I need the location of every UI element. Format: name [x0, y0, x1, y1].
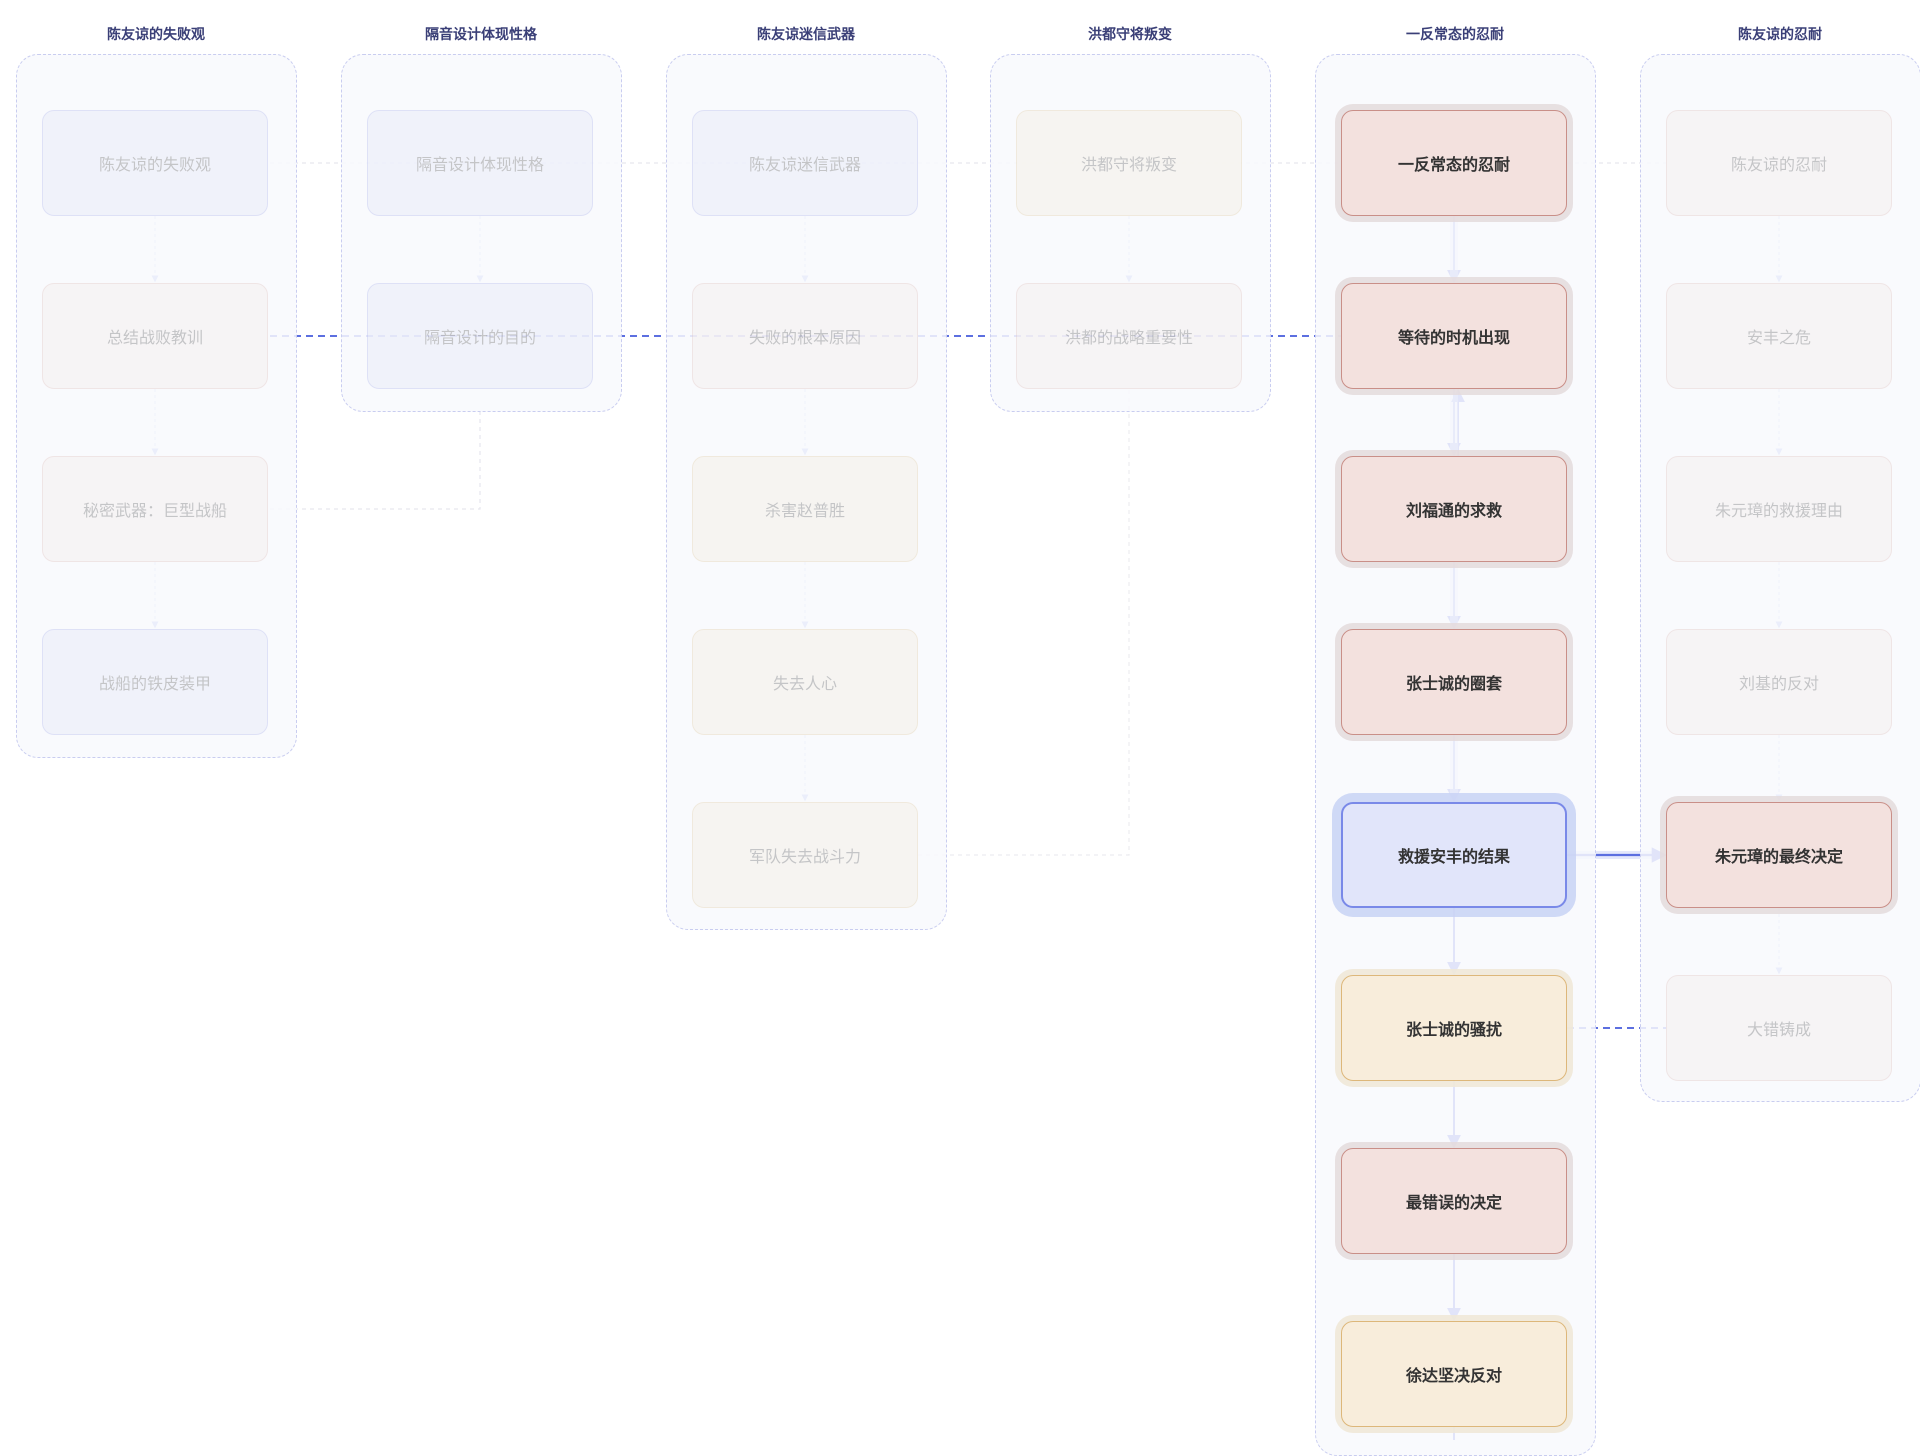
guide-line-c3-c4: [918, 389, 1130, 856]
node-c3-4[interactable]: 失去人心: [692, 629, 918, 735]
column-title-1: 陈友谅的失败观: [107, 27, 205, 43]
column-title-3: 陈友谅迷信武器: [757, 27, 855, 43]
column-title-6: 陈友谅的忍耐: [1738, 27, 1822, 43]
node-c6-2[interactable]: 安丰之危: [1666, 283, 1892, 389]
group-2: [341, 54, 622, 412]
node-c5-6[interactable]: 张士诚的骚扰: [1341, 975, 1567, 1081]
node-c6-4[interactable]: 刘基的反对: [1666, 629, 1892, 735]
node-c3-3[interactable]: 杀害赵普胜: [692, 456, 918, 562]
node-c6-6[interactable]: 大错铸成: [1666, 975, 1892, 1081]
node-c2-1[interactable]: 隔音设计体现性格: [367, 110, 593, 216]
group-6: [1640, 54, 1920, 1102]
node-c6-3[interactable]: 朱元璋的救援理由: [1666, 456, 1892, 562]
node-c5-3[interactable]: 刘福通的求救: [1341, 456, 1567, 562]
node-c1-4[interactable]: 战船的铁皮装甲: [42, 629, 268, 735]
node-c3-1[interactable]: 陈友谅迷信武器: [692, 110, 918, 216]
node-c3-2[interactable]: 失败的根本原因: [692, 283, 918, 389]
column-title-4: 洪都守将叛变: [1088, 27, 1172, 43]
node-c4-1[interactable]: 洪都守将叛变: [1016, 110, 1242, 216]
node-c5-4[interactable]: 张士诚的圈套: [1341, 629, 1567, 735]
node-c1-3[interactable]: 秘密武器：巨型战船: [42, 456, 268, 562]
column-title-2: 隔音设计体现性格: [425, 27, 537, 43]
guide-line-c1-c2: [270, 410, 481, 510]
node-c1-1[interactable]: 陈友谅的失败观: [42, 110, 268, 216]
node-c5-1[interactable]: 一反常态的忍耐: [1341, 110, 1567, 216]
node-c5-7[interactable]: 最错误的决定: [1341, 1148, 1567, 1254]
node-c5-8[interactable]: 徐达坚决反对: [1341, 1321, 1567, 1427]
node-c5-2[interactable]: 等待的时机出现: [1341, 283, 1567, 389]
node-c2-2[interactable]: 隔音设计的目的: [367, 283, 593, 389]
node-c1-2[interactable]: 总结战败教训: [42, 283, 268, 389]
group-3: [666, 54, 947, 930]
node-c4-2[interactable]: 洪都的战略重要性: [1016, 283, 1242, 389]
group-1: [16, 54, 297, 758]
node-c3-5[interactable]: 军队失去战斗力: [692, 802, 918, 908]
node-c5-5-selected[interactable]: 救援安丰的结果: [1341, 802, 1567, 908]
group-4: [990, 54, 1271, 412]
node-c6-5[interactable]: 朱元璋的最终决定: [1666, 802, 1892, 908]
column-title-5: 一反常态的忍耐: [1406, 27, 1504, 43]
node-c6-1[interactable]: 陈友谅的忍耐: [1666, 110, 1892, 216]
